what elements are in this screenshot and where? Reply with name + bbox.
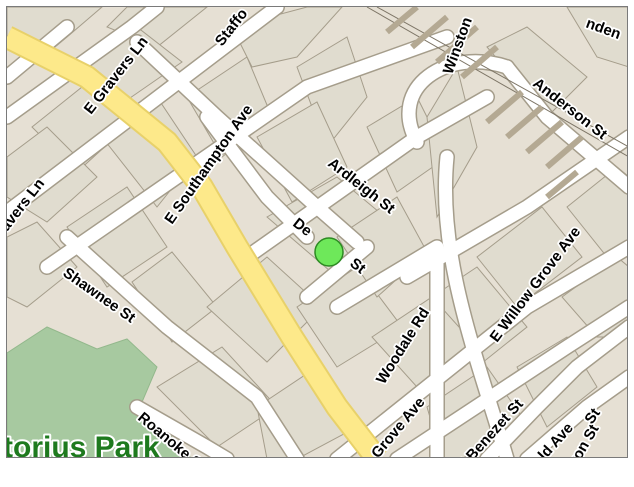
- street-map[interactable]: E Gravers Ln avers Ln Staffo E Southampt…: [7, 7, 628, 458]
- park-label: torius Park: [7, 431, 160, 458]
- railway: [366, 7, 627, 200]
- location-marker-icon[interactable]: [314, 237, 344, 267]
- highway: [7, 28, 385, 457]
- map-viewport[interactable]: E Gravers Ln avers Ln Staffo E Southampt…: [6, 6, 628, 458]
- park-area: [7, 326, 191, 457]
